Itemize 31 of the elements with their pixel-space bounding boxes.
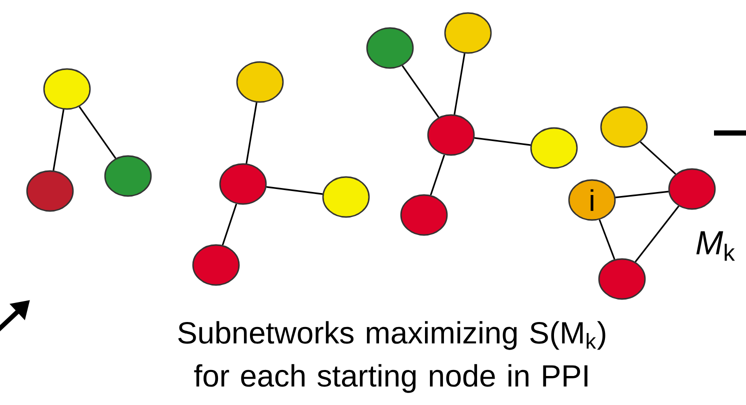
caption: Subnetworks maximizing S(M$_{k}$) for each starting node in PPI [178, 321, 606, 393]
protein-node [26, 170, 74, 212]
edge [598, 219, 616, 260]
protein-node [43, 68, 91, 110]
edge [615, 190, 669, 198]
edge [402, 65, 440, 118]
edge [640, 141, 676, 175]
edge [634, 206, 680, 262]
protein-node [236, 61, 284, 103]
edge [52, 109, 64, 171]
protein-node [427, 114, 475, 156]
edge [474, 137, 531, 146]
edge [246, 102, 258, 164]
edge [454, 53, 466, 115]
protein-node [598, 258, 646, 300]
edge [430, 154, 446, 196]
protein-node [400, 194, 448, 236]
protein-node [600, 106, 648, 148]
protein-node [322, 176, 370, 218]
protein-node: i [568, 179, 616, 221]
subnetwork-label: M$_{k}$ [696, 231, 735, 261]
edge [266, 186, 323, 195]
protein-node [219, 163, 267, 205]
protein-node [444, 12, 492, 54]
edge [78, 106, 116, 159]
protein-node [668, 168, 716, 210]
protein-node [366, 27, 414, 69]
protein-node [104, 155, 152, 197]
protein-node [192, 244, 240, 286]
edge [222, 204, 238, 246]
protein-node [530, 127, 578, 169]
